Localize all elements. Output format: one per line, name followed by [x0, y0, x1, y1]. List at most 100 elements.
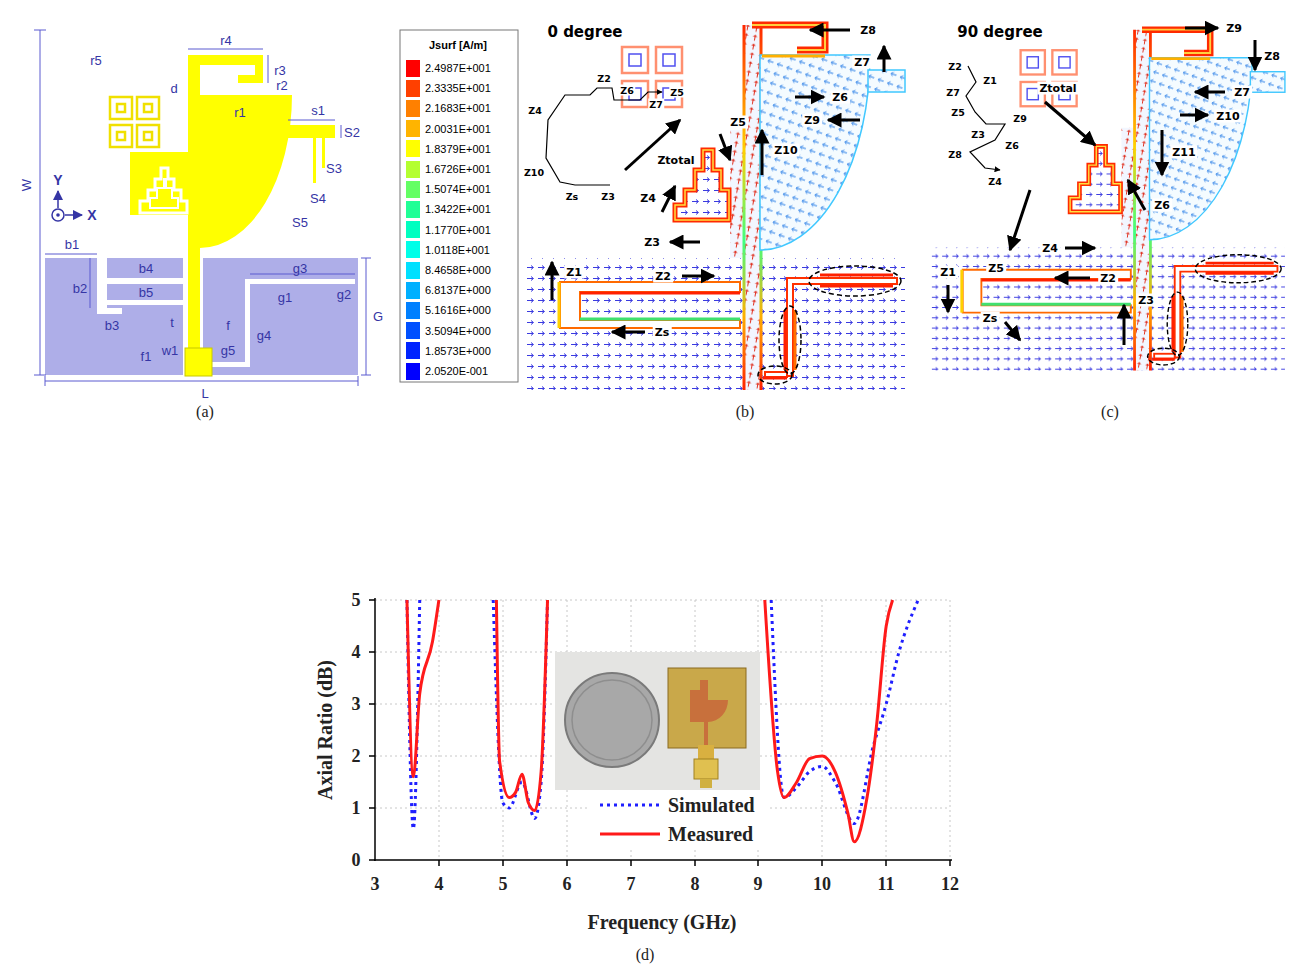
chart-axes — [369, 598, 952, 866]
colorbar-swatch — [406, 60, 420, 77]
current-vector-arrow — [1185, 27, 1218, 30]
axial-ratio-curve — [765, 600, 893, 842]
dimension-label: b4 — [139, 261, 153, 276]
antenna-geometry — [361, 258, 371, 259]
axis-tick-label: 9 — [754, 874, 763, 895]
legend-text: Simulated — [668, 794, 755, 816]
antenna-geometry — [45, 258, 358, 375]
chart-axes — [369, 859, 375, 861]
dimension-label: f1 — [141, 349, 152, 364]
colorbar-swatch — [406, 262, 420, 279]
antenna-geometry — [107, 300, 185, 305]
vector-sum-label: Z7 — [648, 99, 664, 110]
colorbar-swatch — [406, 363, 420, 380]
antenna-geometry — [238, 75, 263, 83]
colorbar-swatch — [406, 181, 420, 198]
antenna-geometry — [40, 30, 41, 375]
current-vector-arrow — [662, 186, 675, 212]
panel-label: (c) — [1101, 403, 1119, 421]
current-vector-arrow — [1254, 40, 1257, 70]
axis-tick-label: 8 — [691, 874, 700, 895]
chart-axes — [369, 651, 375, 653]
antenna-geometry — [97, 258, 355, 375]
antenna-geometry — [57, 191, 59, 208]
current-distribution-90deg — [930, 30, 1285, 371]
dimension-label: b3 — [105, 318, 119, 333]
antenna-geometry — [34, 30, 371, 386]
current-vector-arrow — [1161, 130, 1164, 175]
colorbar-swatch — [406, 342, 420, 359]
colorbar-value: 6.8137E+000 — [425, 284, 491, 296]
prototype-photo — [555, 652, 760, 790]
colorbar-swatch — [406, 282, 420, 299]
antenna-geometry — [90, 258, 91, 308]
chart-axes — [369, 755, 375, 757]
panel-label: (a) — [196, 403, 214, 421]
legend-line-sample — [600, 805, 660, 834]
current-vector-arrow — [1045, 102, 1095, 145]
antenna-geometry — [140, 168, 187, 213]
antenna-geometry — [188, 55, 263, 65]
chart-axes — [630, 860, 632, 866]
antenna-geometry — [288, 120, 335, 121]
colorbar-value: 1.8379E+001 — [425, 143, 491, 155]
chart-legend-frame — [590, 790, 770, 850]
phase-label: 90 degree — [957, 23, 1043, 41]
dimension-label: r1 — [234, 105, 246, 120]
prototype-photo — [698, 745, 714, 759]
dimension-label: b2 — [73, 281, 87, 296]
antenna-geometry — [65, 214, 82, 216]
antenna-geometry — [110, 125, 132, 147]
colorbar-value: 1.5074E+001 — [425, 183, 491, 195]
axis-tick-label: 12 — [941, 874, 959, 895]
current-vector-label: Z8 — [858, 24, 878, 37]
vector-sum-label: Z2 — [947, 61, 963, 72]
current-vector-arrow — [670, 241, 700, 244]
current-vector-arrow — [612, 331, 645, 334]
colorbar-swatch — [406, 322, 420, 339]
current-vector-label: Z11 — [1170, 146, 1197, 159]
legend-text: Measured — [668, 823, 753, 845]
vector-sum-label: Zs — [565, 191, 580, 202]
antenna-geometry — [97, 308, 122, 314]
axis-tick-label: 7 — [627, 874, 636, 895]
dimension-label: L — [201, 386, 208, 401]
current-vector-label: Z3 — [642, 236, 662, 249]
axis-tick-label: 4 — [352, 642, 361, 663]
chart-grid — [375, 600, 950, 860]
chart-axes — [566, 860, 568, 866]
current-vector-arrow — [551, 262, 554, 300]
panel-label: (b) — [736, 403, 755, 421]
dimension-label: g3 — [293, 261, 307, 276]
dimension-label: g1 — [278, 290, 292, 305]
vector-sum-label: Z6 — [1004, 140, 1020, 151]
dimension-label: S2 — [344, 125, 360, 140]
axis-tick-label: 10 — [813, 874, 831, 895]
dimension-label: S5 — [292, 215, 308, 230]
chart-axes — [949, 860, 951, 866]
vector-sum-label: Z3 — [970, 129, 986, 140]
axis-tick-label: 5 — [499, 874, 508, 895]
colorbar-swatch — [406, 80, 420, 97]
colorbar-value: 5.1616E+000 — [425, 304, 491, 316]
dimension-label: g4 — [257, 328, 271, 343]
axis-tick-label: 2 — [352, 746, 361, 767]
current-vector-arrow — [1195, 91, 1225, 94]
current-vector-label: Zs — [981, 312, 1000, 325]
prototype-photo — [700, 779, 712, 788]
colorbar-value: 2.0031E+001 — [425, 123, 491, 135]
current-vector-arrow — [720, 134, 730, 160]
current-vector-label: Zs — [653, 326, 672, 339]
dimension-label: g2 — [337, 287, 351, 302]
antenna-geometry — [137, 125, 159, 147]
colorbar-swatch — [406, 140, 420, 157]
colorbar-value: 1.8573E+000 — [425, 345, 491, 357]
colorbar-swatch — [406, 302, 420, 319]
chart-axes — [369, 599, 375, 601]
colorbar-swatch — [406, 221, 420, 238]
prototype-photo — [572, 680, 652, 760]
colorbar-swatch — [406, 201, 420, 218]
chart-grid — [503, 600, 504, 860]
antenna-geometry — [45, 254, 97, 255]
dimension-label: d — [170, 81, 177, 96]
